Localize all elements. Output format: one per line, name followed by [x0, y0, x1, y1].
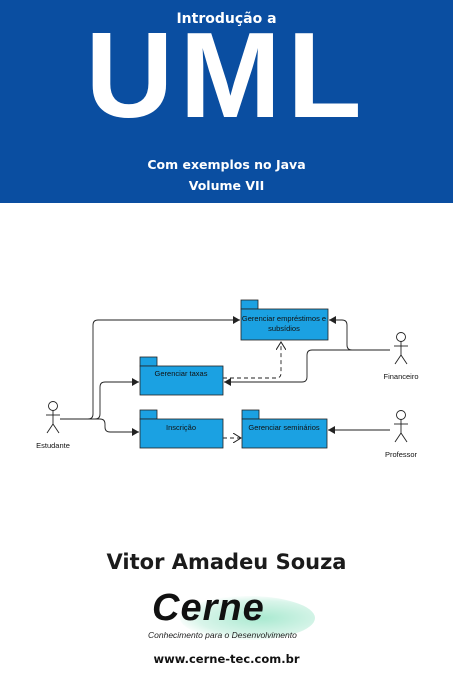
title-banner: Introdução a UML Com exemplos no Java Vo…	[0, 0, 453, 203]
volume-label: Volume VII	[188, 178, 265, 193]
package-emprestimos: Gerenciar empréstimos e subsídios	[240, 299, 329, 341]
package-emprestimos-label-2: subsídios	[268, 324, 300, 333]
uml-package-diagram: Gerenciar empréstimos e subsídios Gerenc…	[36, 299, 419, 459]
connectors	[60, 316, 390, 438]
subtitle: Com exemplos no Java	[147, 157, 306, 172]
package-seminarios: Gerenciar seminários	[241, 409, 328, 449]
actor-financeiro-label: Financeiro	[383, 372, 418, 381]
cerne-logo: Cerne Conhecimento para o Desenvolviment…	[140, 587, 320, 646]
actor-professor-label: Professor	[385, 450, 418, 459]
actor-professor-icon	[394, 410, 408, 443]
main-title: UML	[85, 7, 368, 143]
package-emprestimos-label-1: Gerenciar empréstimos e	[242, 314, 326, 323]
package-taxas-label: Gerenciar taxas	[155, 369, 208, 378]
actor-financeiro-icon	[394, 332, 408, 365]
intro-text: Introdução a	[176, 11, 277, 27]
actor-estudante-label: Estudante	[36, 441, 70, 450]
logo-glow	[180, 596, 315, 640]
website-link[interactable]: www.cerne-tec.com.br	[153, 652, 300, 666]
author-name: Vitor Amadeu Souza	[106, 550, 347, 574]
logo-tagline: Conhecimento para o Desenvolvimento	[148, 630, 297, 640]
package-taxas: Gerenciar taxas	[139, 356, 224, 396]
actor-estudante-icon	[46, 401, 60, 434]
package-seminarios-label: Gerenciar seminários	[248, 423, 320, 432]
logo-wordmark: Cerne	[152, 587, 265, 629]
package-inscricao-label: Inscrição	[166, 423, 196, 432]
package-inscricao: Inscrição	[139, 409, 224, 449]
